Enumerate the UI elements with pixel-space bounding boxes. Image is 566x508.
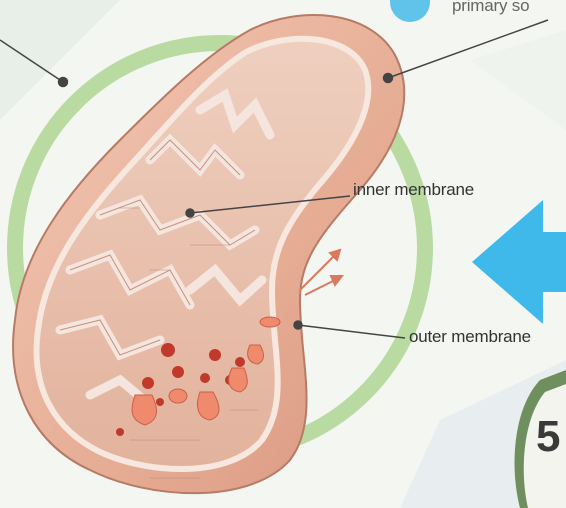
blue-arrow <box>472 200 566 324</box>
mitochondrion <box>13 15 404 493</box>
inner-membrane-label: inner membrane <box>353 180 474 200</box>
step-number: 5 <box>536 412 560 462</box>
outer-membrane-label: outer membrane <box>409 327 531 347</box>
top-label-partial: primary so <box>452 0 529 16</box>
top-circle-icon <box>390 0 430 22</box>
